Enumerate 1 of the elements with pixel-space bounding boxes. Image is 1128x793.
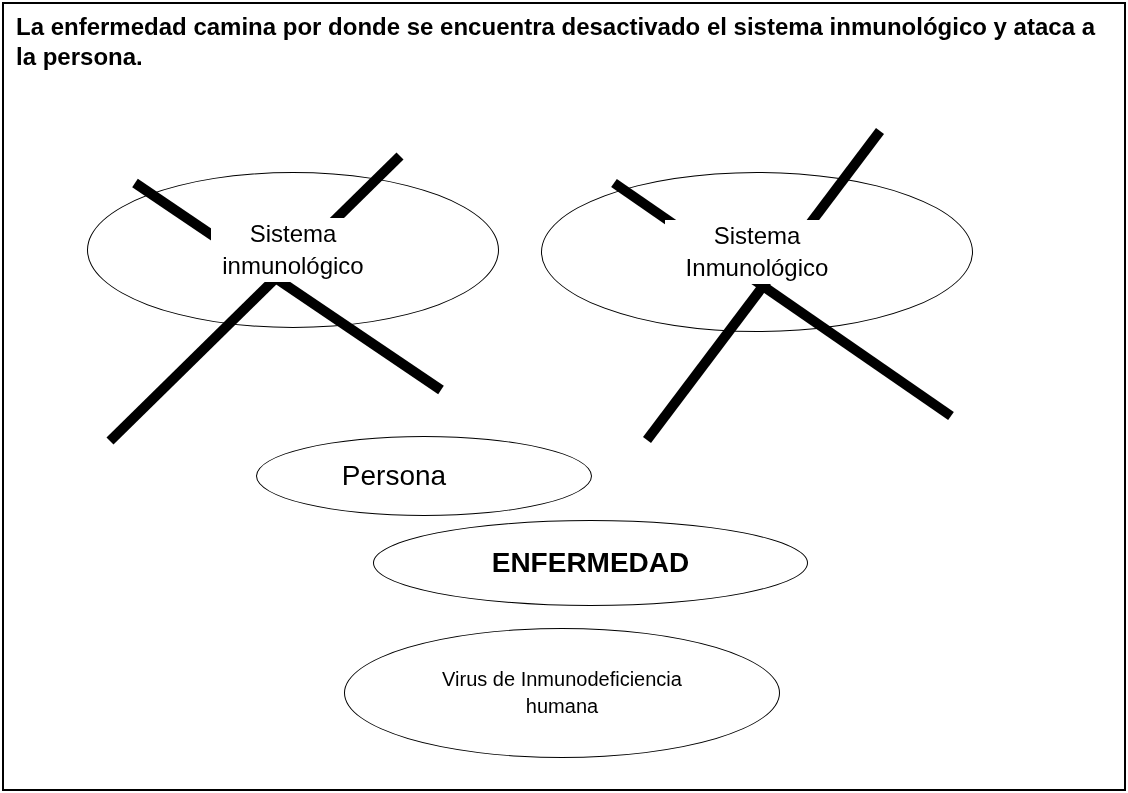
heading: La enfermedad camina por donde se encuentra desactivado el sistema inmunológico y ataca a la persona. bbox=[16, 12, 1096, 72]
